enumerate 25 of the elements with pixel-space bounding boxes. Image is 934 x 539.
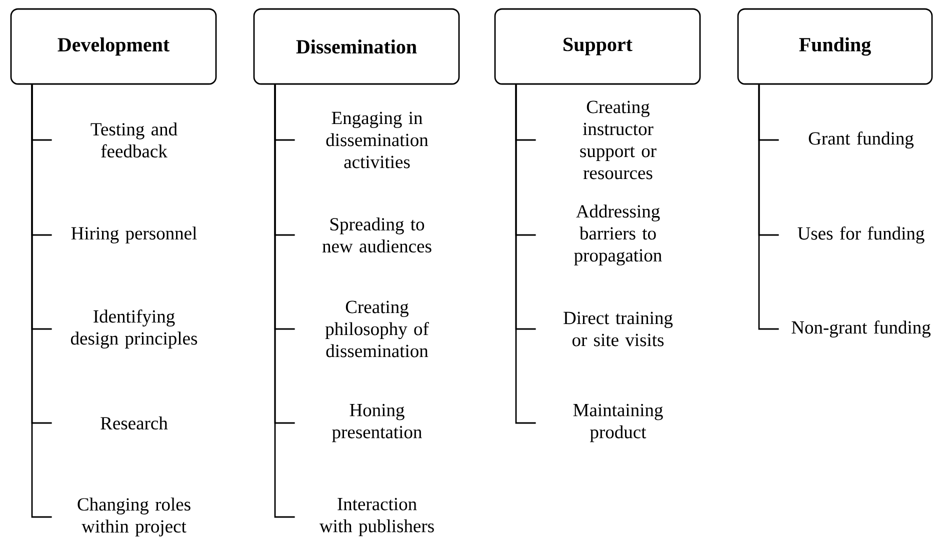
item-text: Non-grant funding (792, 320, 931, 338)
connector-line (515, 84, 536, 424)
item-text: Creating philosophy of dissemination (325, 300, 429, 358)
item-text: Hiring personnel (71, 226, 197, 244)
category-box: Support (494, 8, 701, 85)
category-box: Dissemination (253, 8, 460, 85)
item-text: Maintaining product (573, 404, 663, 442)
item-text: Research (100, 416, 168, 430)
item-text: Changing roles within project (78, 498, 190, 536)
connector-line (31, 84, 52, 518)
item-text: Honing presentation (332, 404, 422, 442)
item-text: Addressing barriers to propagation (574, 204, 662, 266)
item-text: Grant funding (808, 132, 914, 149)
connector-line (274, 84, 295, 518)
item-text: Testing and feedback (90, 122, 178, 158)
item-text: Spreading to new audiences (322, 218, 432, 253)
item-text: Interaction with publishers (319, 498, 434, 536)
connector-line (758, 84, 779, 330)
item-text: Direct training or site visits (564, 312, 673, 346)
item-text: Creating instructor support or resources (580, 100, 656, 180)
item-text: Engaging in dissemination activities (326, 112, 428, 168)
category-box: Development (10, 8, 217, 85)
category-box: Funding (737, 8, 933, 85)
item-text: Uses for funding (798, 226, 924, 244)
item-text: Identifying design principles (70, 310, 198, 349)
